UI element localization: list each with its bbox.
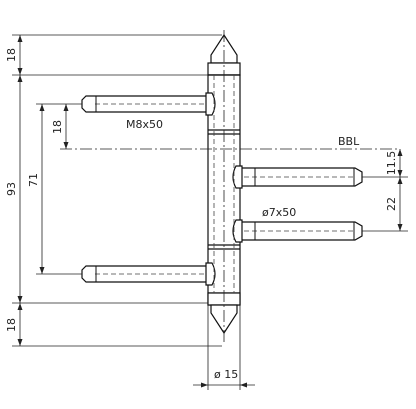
dim-pin-span: 71 (27, 104, 45, 274)
right-pin-label: ø7x50 (262, 206, 296, 219)
dim-pin-span-label: 71 (27, 173, 40, 187)
dim-right-spacing: 22 (385, 177, 403, 231)
left-pin-lower (81, 262, 216, 286)
extension-lines-left (12, 34, 222, 347)
right-pin-upper (232, 165, 363, 189)
dim-barrel-diameter: ø 15 (193, 305, 255, 390)
hinge-body (81, 30, 363, 345)
dim-overall-height-label: 93 (5, 182, 18, 196)
dim-bottom-cap-label: 18 (5, 318, 18, 332)
right-pin-lower (232, 219, 363, 243)
dim-pin-offset-label: 18 (51, 120, 64, 134)
dim-right-offset-label: 11.5 (385, 151, 398, 176)
dim-top-cap: 18 (5, 35, 23, 75)
left-pin-upper (81, 92, 216, 116)
left-pin-label: M8x50 (126, 118, 163, 131)
dim-right-offset: 11.5 (385, 149, 403, 177)
dim-overall-height: 93 (5, 75, 23, 303)
dim-right-spacing-label: 22 (385, 197, 398, 211)
dim-barrel-diameter-label: ø 15 (214, 368, 238, 381)
dim-bottom-cap: 18 (5, 303, 23, 346)
dim-top-cap-label: 18 (5, 48, 18, 62)
dim-pin-offset: 18 (51, 104, 69, 149)
bbl-label: BBL (338, 135, 360, 148)
